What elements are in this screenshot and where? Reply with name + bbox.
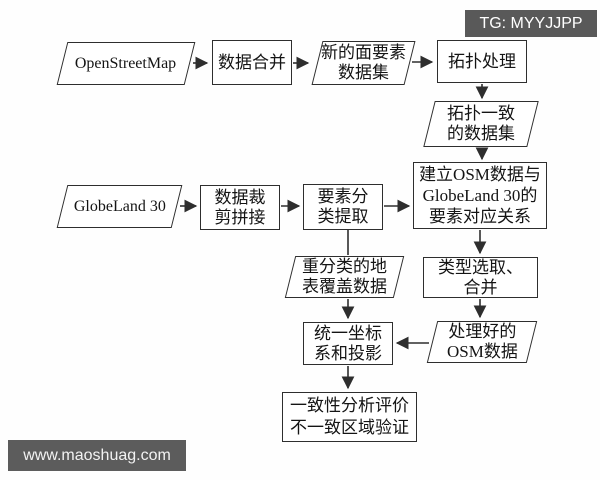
node-label: 拓扑处理 — [448, 51, 516, 71]
node-label: 类提取 — [317, 207, 369, 226]
node-new-polygon-dataset: 新的面要素 数据集 — [311, 41, 416, 85]
node-label: 一致性分析评价 — [290, 396, 409, 415]
node-label: OSM数据 — [446, 342, 518, 361]
node-label: 系和投影 — [314, 343, 382, 363]
node-unify-crs-projection: 统一坐标 系和投影 — [303, 322, 393, 365]
node-osm-globeland-mapping: 建立OSM数据与 GlobeLand 30的 要素对应关系 — [413, 162, 547, 229]
node-feature-extraction: 要素分 类提取 — [303, 184, 383, 230]
node-label: 建立OSM数据与 — [419, 165, 541, 184]
node-processed-osm-data: 处理好的 OSM数据 — [426, 321, 538, 363]
node-label: GlobeLand 30的 — [422, 186, 538, 205]
node-label: 要素对应关系 — [428, 207, 531, 226]
node-label: 的数据集 — [447, 124, 515, 143]
node-data-merge: 数据合并 — [212, 40, 292, 85]
node-label: 剪拼接 — [214, 207, 266, 227]
node-globeland30: GlobeLand 30 — [56, 185, 183, 228]
node-label: 新的面要素 — [321, 43, 406, 62]
node-label: GlobeLand 30 — [73, 197, 166, 215]
node-label: OpenStreetMap — [75, 54, 177, 72]
node-reclassified-landcover: 重分类的地 表覆盖数据 — [284, 256, 405, 298]
node-label: 类型选取、 — [438, 257, 523, 277]
site-watermark: www.maoshuag.com — [8, 440, 186, 471]
node-label: 表覆盖数据 — [302, 277, 387, 296]
node-label: 处理好的 — [447, 322, 516, 341]
tg-watermark-badge: TG: MYYJJPP — [465, 10, 597, 37]
node-label: 不一致区域验证 — [290, 418, 409, 437]
node-label: 重分类的地 — [302, 257, 387, 276]
node-topology-consistent-dataset: 拓扑一致 的数据集 — [423, 101, 539, 147]
node-openstreetmap: OpenStreetMap — [56, 42, 196, 85]
node-clip-mosaic: 数据裁 剪拼接 — [200, 185, 280, 230]
node-label: 要素分 — [317, 187, 369, 206]
node-label: 合并 — [463, 277, 498, 297]
node-type-select-merge: 类型选取、 合并 — [423, 257, 538, 298]
node-topology-processing: 拓扑处理 — [437, 40, 527, 83]
node-label: 数据裁 — [214, 187, 266, 207]
node-label: 统一坐标 — [314, 323, 382, 343]
node-consistency-analysis: 一致性分析评价 不一致区域验证 — [282, 392, 417, 442]
node-label: 数据集 — [338, 63, 389, 82]
node-label: 拓扑一致 — [447, 104, 515, 123]
node-label: 数据合并 — [218, 52, 286, 72]
